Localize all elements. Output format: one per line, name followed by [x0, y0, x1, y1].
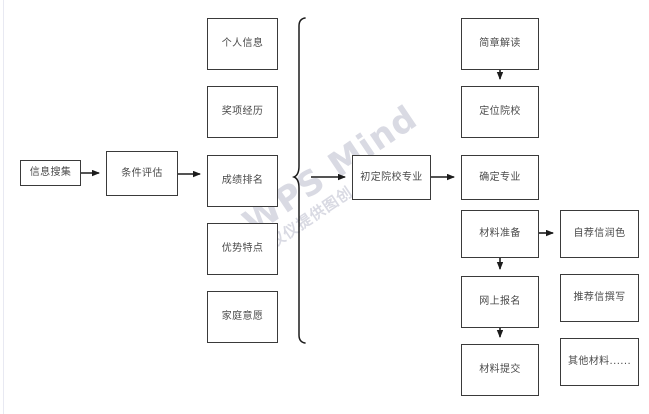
- node-confirm-major[interactable]: 确定专业: [461, 155, 539, 200]
- node-material-prep[interactable]: 材料准备: [461, 210, 539, 258]
- node-locate-school[interactable]: 定位院校: [461, 86, 539, 138]
- node-self-rec-letter[interactable]: 自荐信润色: [560, 210, 639, 258]
- node-label: 个人信息: [221, 38, 264, 49]
- node-other-materials[interactable]: 其他材料......: [560, 338, 639, 386]
- node-label: 其他材料......: [567, 356, 632, 367]
- node-family-wish[interactable]: 家庭意愿: [207, 291, 278, 343]
- node-label: 条件评估: [121, 167, 163, 179]
- node-strength-points[interactable]: 优势特点: [207, 223, 278, 275]
- node-personal-info[interactable]: 个人信息: [207, 18, 278, 70]
- node-label: 奖项经历: [221, 106, 264, 117]
- node-label: 定位院校: [479, 106, 521, 117]
- node-online-apply[interactable]: 网上报名: [461, 276, 539, 328]
- node-label: 信息搜集: [29, 167, 72, 178]
- node-preliminary-major[interactable]: 初定院校专业: [352, 155, 431, 200]
- node-condition-eval[interactable]: 条件评估: [106, 151, 178, 196]
- grouping-brace: [291, 17, 306, 344]
- left-margin-rule: [3, 0, 4, 414]
- node-info-collect[interactable]: 信息搜集: [20, 160, 81, 186]
- node-recommend-letter[interactable]: 推荐信撰写: [560, 274, 639, 322]
- node-label: 材料提交: [479, 364, 521, 375]
- node-label: 简章解读: [479, 38, 521, 49]
- node-score-rank[interactable]: 成绩排名: [207, 155, 278, 207]
- node-label: 推荐信撰写: [573, 292, 626, 303]
- node-brochure-read[interactable]: 简章解读: [461, 18, 539, 70]
- node-label: 初定院校专业: [360, 171, 423, 183]
- node-label: 优势特点: [221, 243, 264, 254]
- node-label: 材料准备: [479, 228, 521, 239]
- node-label: 网上报名: [479, 296, 521, 307]
- node-label: 自荐信润色: [573, 228, 626, 239]
- node-label: 确定专业: [479, 171, 521, 183]
- node-label: 成绩排名: [221, 175, 264, 186]
- node-material-submit[interactable]: 材料提交: [461, 344, 539, 396]
- node-label: 家庭意愿: [221, 311, 264, 322]
- node-award-history[interactable]: 奖项经历: [207, 86, 278, 138]
